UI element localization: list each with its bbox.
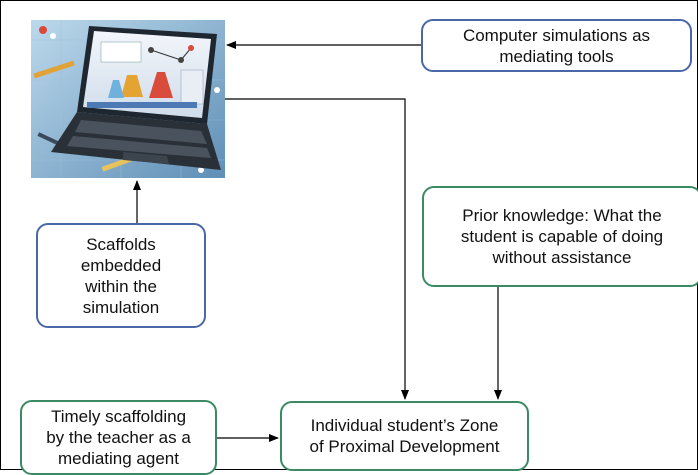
teacher-scaffolding-label: Timely scaffolding by the teacher as a m… bbox=[46, 407, 191, 468]
scaffolds-node: Scaffolds embedded within the simulation bbox=[36, 223, 206, 328]
laptop-illustration bbox=[31, 20, 225, 178]
simulations-node: Computer simulations as mediating tools bbox=[421, 19, 692, 72]
laptop-simulation-image bbox=[31, 20, 225, 178]
scaffolds-label: Scaffolds embedded within the simulation bbox=[80, 234, 162, 317]
prior-knowledge-node: Prior knowledge: What the student is cap… bbox=[422, 186, 698, 287]
teacher-scaffolding-node: Timely scaffolding by the teacher as a m… bbox=[20, 400, 217, 475]
prior-knowledge-label: Prior knowledge: What the student is cap… bbox=[460, 206, 664, 267]
arrow-image-to-zpd bbox=[225, 98, 409, 400]
zpd-label: Individual student’s Zone of Proximal De… bbox=[309, 416, 500, 456]
simulations-label: Computer simulations as mediating tools bbox=[462, 25, 651, 66]
zpd-node: Individual student’s Zone of Proximal De… bbox=[280, 401, 529, 471]
